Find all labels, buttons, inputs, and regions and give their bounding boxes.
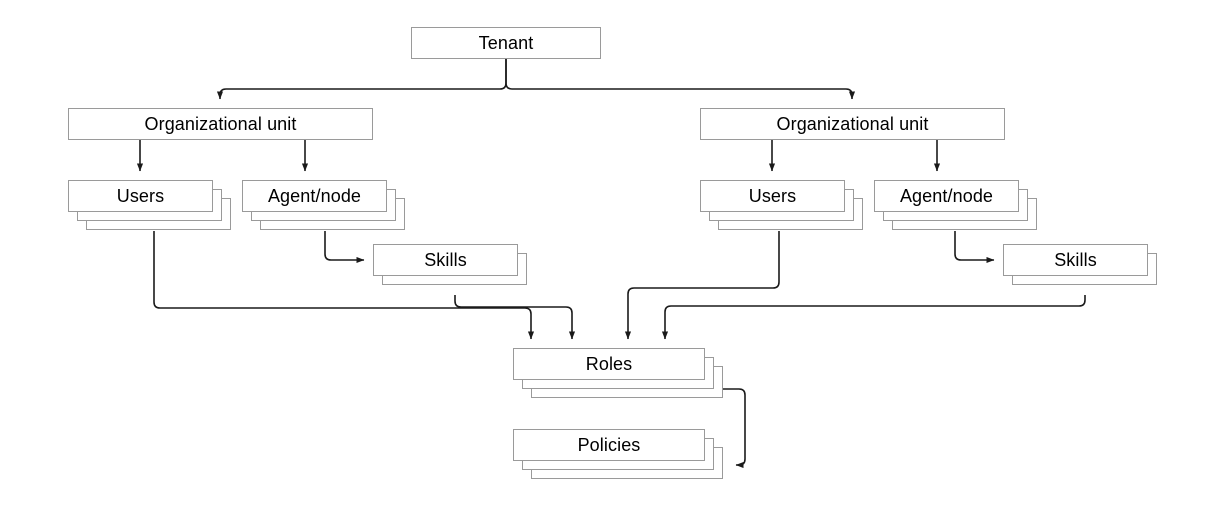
node-agent-right-face[interactable]: Agent/node — [874, 180, 1019, 212]
edge-tenant-to-ou-left — [216, 59, 507, 100]
node-tenant[interactable]: Tenant — [411, 27, 601, 59]
node-users-right[interactable]: Users — [700, 180, 863, 230]
node-agent-right[interactable]: Agent/node — [874, 180, 1037, 230]
node-ou-right-label: Organizational unit — [776, 114, 929, 134]
node-agent-left-face[interactable]: Agent/node — [242, 180, 387, 212]
node-users-left[interactable]: Users — [68, 180, 231, 230]
node-skills-right[interactable]: Skills — [1003, 244, 1157, 285]
node-skills-left[interactable]: Skills — [373, 244, 527, 285]
node-policies-label: Policies — [577, 435, 641, 455]
node-ou-left[interactable]: Organizational unit — [68, 108, 373, 140]
node-tenant-face[interactable]: Tenant — [411, 27, 601, 59]
node-agent-left[interactable]: Agent/node — [242, 180, 405, 230]
edge-roles-to-policies — [723, 388, 746, 469]
node-ou-right[interactable]: Organizational unit — [700, 108, 1005, 140]
edge-skills-right-to-roles — [661, 295, 1086, 340]
edge-tenant-to-ou-right — [505, 59, 856, 100]
node-skills-left-label: Skills — [424, 250, 467, 270]
edge-agent-right-to-skills-right — [954, 231, 995, 264]
node-ou-left-label: Organizational unit — [144, 114, 297, 134]
edge-users-right-to-roles — [624, 231, 780, 340]
node-ou-left-face[interactable]: Organizational unit — [68, 108, 373, 140]
node-users-left-label: Users — [116, 186, 165, 206]
node-roles[interactable]: Roles — [513, 348, 723, 398]
node-tenant-label: Tenant — [478, 33, 534, 53]
edge-skills-left-to-roles — [454, 295, 576, 340]
node-roles-label: Roles — [585, 354, 633, 374]
node-users-right-label: Users — [748, 186, 797, 206]
node-skills-left-face[interactable]: Skills — [373, 244, 518, 276]
node-skills-right-face[interactable]: Skills — [1003, 244, 1148, 276]
node-ou-right-face[interactable]: Organizational unit — [700, 108, 1005, 140]
node-users-right-face[interactable]: Users — [700, 180, 845, 212]
node-users-left-face[interactable]: Users — [68, 180, 213, 212]
node-policies[interactable]: Policies — [513, 429, 723, 479]
node-skills-right-label: Skills — [1054, 250, 1097, 270]
node-roles-face[interactable]: Roles — [513, 348, 705, 380]
edge-agent-left-to-skills-left — [324, 231, 365, 264]
node-agent-left-label: Agent/node — [267, 186, 362, 206]
node-policies-face[interactable]: Policies — [513, 429, 705, 461]
node-agent-right-label: Agent/node — [899, 186, 994, 206]
